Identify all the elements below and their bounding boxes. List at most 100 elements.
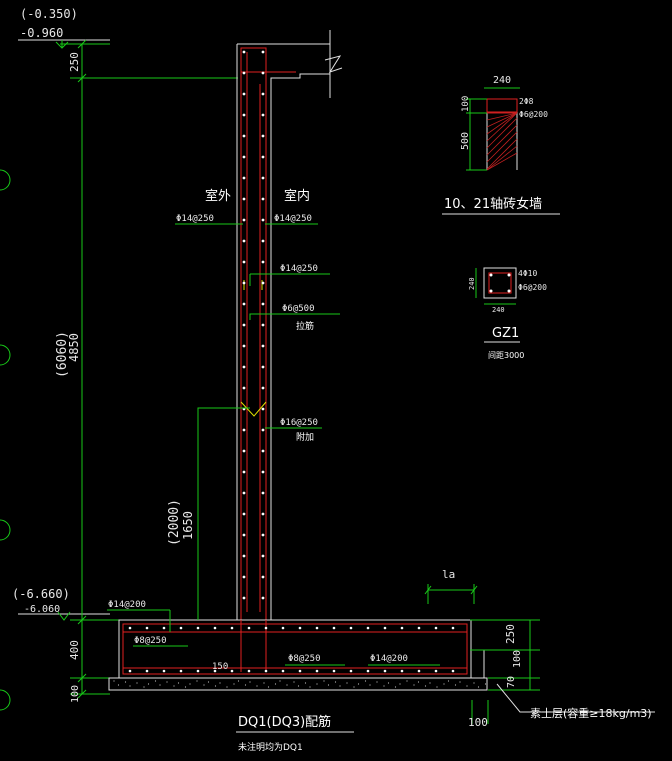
hatch-dot — [357, 683, 360, 685]
hatch-dot — [459, 681, 461, 683]
rebar-dot — [230, 669, 234, 673]
hatch-dot — [417, 681, 420, 683]
rebar-dot — [242, 323, 246, 327]
svg-text:Φ16@250: Φ16@250 — [280, 418, 318, 428]
rebar-dot — [264, 626, 268, 630]
svg-text:附加: 附加 — [296, 431, 314, 443]
rebar-dot — [213, 669, 217, 673]
rebar-dot — [242, 491, 246, 495]
svg-text:240: 240 — [493, 75, 511, 86]
hatch-dot — [203, 684, 205, 686]
rebar-dot — [261, 554, 265, 558]
svg-text:Φ14@250: Φ14@250 — [176, 214, 214, 224]
rebar-dot — [332, 669, 336, 673]
hatch-dot — [369, 684, 371, 686]
rebar-dot — [261, 155, 265, 159]
rebar-dot — [179, 626, 183, 630]
drawing-title: DQ1(DQ3)配筋 未注明均为DQ1 — [236, 714, 354, 753]
svg-text:1650: 1650 — [181, 511, 195, 540]
hatch-line — [486, 131, 518, 163]
hatch-dot — [256, 685, 258, 687]
hatch-line — [486, 112, 518, 128]
hatch-dot — [214, 685, 217, 687]
svg-text:la: la — [442, 568, 455, 581]
rebar-dot — [242, 176, 246, 180]
rebar-dot — [261, 386, 265, 390]
rebar-dot — [298, 626, 302, 630]
hatch-dot — [364, 680, 367, 682]
hatch-dot — [293, 681, 295, 683]
rebar-dot — [242, 260, 246, 264]
hatch-dot — [184, 686, 187, 688]
rebar-dot — [242, 239, 246, 243]
svg-text:250: 250 — [68, 52, 81, 72]
hatch-line — [486, 112, 518, 135]
svg-text:100: 100 — [70, 685, 81, 703]
hatch-dot — [263, 682, 265, 684]
rebar-dot — [145, 669, 149, 673]
hatch-dot — [136, 682, 138, 684]
hatch-dot — [413, 684, 415, 686]
svg-text:Φ6@200: Φ6@200 — [519, 110, 548, 119]
rebar-dot — [349, 626, 353, 630]
rebar-dot — [261, 239, 265, 243]
svg-text:Φ8@250: Φ8@250 — [134, 636, 167, 646]
hatch-dot — [166, 681, 168, 683]
hatch-dot — [466, 685, 468, 687]
rebar-dot — [261, 50, 265, 54]
rebar-dot — [242, 71, 246, 75]
hatch-dot — [353, 686, 355, 688]
hatch-dot — [346, 682, 348, 684]
rebar-dot — [261, 596, 265, 600]
rebar-dot — [383, 626, 387, 630]
rebar-dot — [242, 470, 246, 474]
rebar-dot — [264, 669, 268, 673]
hatch-dot — [327, 684, 330, 686]
svg-text:(6060): (6060) — [55, 331, 70, 378]
svg-text:500: 500 — [460, 132, 471, 150]
hatch-dot — [334, 681, 337, 683]
rebar-dot — [242, 512, 246, 516]
hatch-dot — [447, 680, 450, 682]
hatch-dot — [443, 683, 445, 685]
rebar-dot — [128, 626, 132, 630]
rebar-dot — [247, 626, 251, 630]
svg-text:4850: 4850 — [67, 333, 81, 362]
svg-text:(-0.350): (-0.350) — [20, 7, 78, 21]
rebar-dot — [400, 626, 404, 630]
hatch-line — [486, 152, 518, 171]
rebar-dot — [242, 449, 246, 453]
svg-text:Φ14@200: Φ14@200 — [370, 654, 408, 664]
gz1-section: 240 240 4Φ10 Φ6@200 GZ1 间距3000 — [468, 267, 547, 360]
hatch-line — [486, 124, 518, 156]
hatch-dot — [249, 681, 251, 683]
rebar-dot — [179, 669, 183, 673]
rebar-dot — [332, 626, 336, 630]
rebar-dot — [366, 669, 370, 673]
parapet-section: 240 100 500 2Φ8 Φ6@200 10、21轴砖女墙 — [442, 75, 560, 215]
hatch-dot — [406, 680, 408, 682]
rebar-dot — [417, 669, 421, 673]
rebar-dot — [261, 113, 265, 117]
hatch-dot — [219, 682, 221, 684]
rebar-dot — [261, 197, 265, 201]
rebar-dot — [261, 428, 265, 432]
hatch-dot — [159, 684, 161, 686]
rebar-dot — [261, 407, 265, 411]
svg-text:室外: 室外 — [205, 188, 231, 204]
rebar-dot — [242, 533, 246, 537]
hatch-dot — [173, 685, 175, 687]
rebar-dot — [261, 449, 265, 453]
svg-text:100: 100 — [512, 650, 523, 668]
hatch-line — [486, 112, 518, 121]
hatch-dot — [473, 682, 475, 684]
hatch-dot — [226, 686, 228, 688]
hatch-dot — [484, 683, 487, 685]
hatch-dot — [177, 682, 180, 684]
parapet-hatch — [486, 112, 518, 171]
hatch-dot — [244, 684, 247, 686]
svg-text:Φ14@200: Φ14@200 — [108, 600, 146, 610]
rebar-dot — [128, 669, 132, 673]
rebar-dot — [261, 176, 265, 180]
svg-text:100: 100 — [468, 716, 488, 729]
